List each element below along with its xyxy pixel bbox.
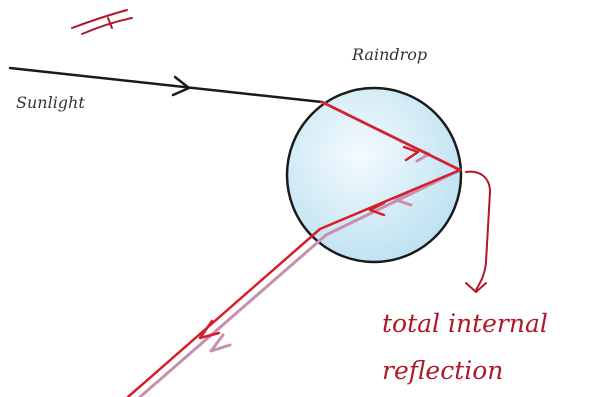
red-arrow-icon-2	[368, 201, 386, 217]
annotation-line-2: reflection	[382, 356, 503, 385]
red-arrow-icon-3	[198, 319, 221, 340]
violet-arrow-icon-3	[209, 333, 232, 353]
raindrop-circle	[285, 86, 463, 264]
pointer-arrow-icon	[465, 282, 487, 293]
sunlight-label: Sunlight	[16, 93, 85, 112]
annotation-pointer	[465, 170, 491, 293]
incident-ray	[8, 66, 324, 104]
red-ray	[126, 100, 462, 397]
incident-ray-arrow-icon	[171, 75, 192, 97]
raindrop-label: Raindrop	[351, 45, 427, 64]
scribble-mark	[71, 9, 133, 35]
annotation-line-1: total internal	[382, 309, 548, 338]
red-arrow-icon-1	[402, 145, 420, 162]
